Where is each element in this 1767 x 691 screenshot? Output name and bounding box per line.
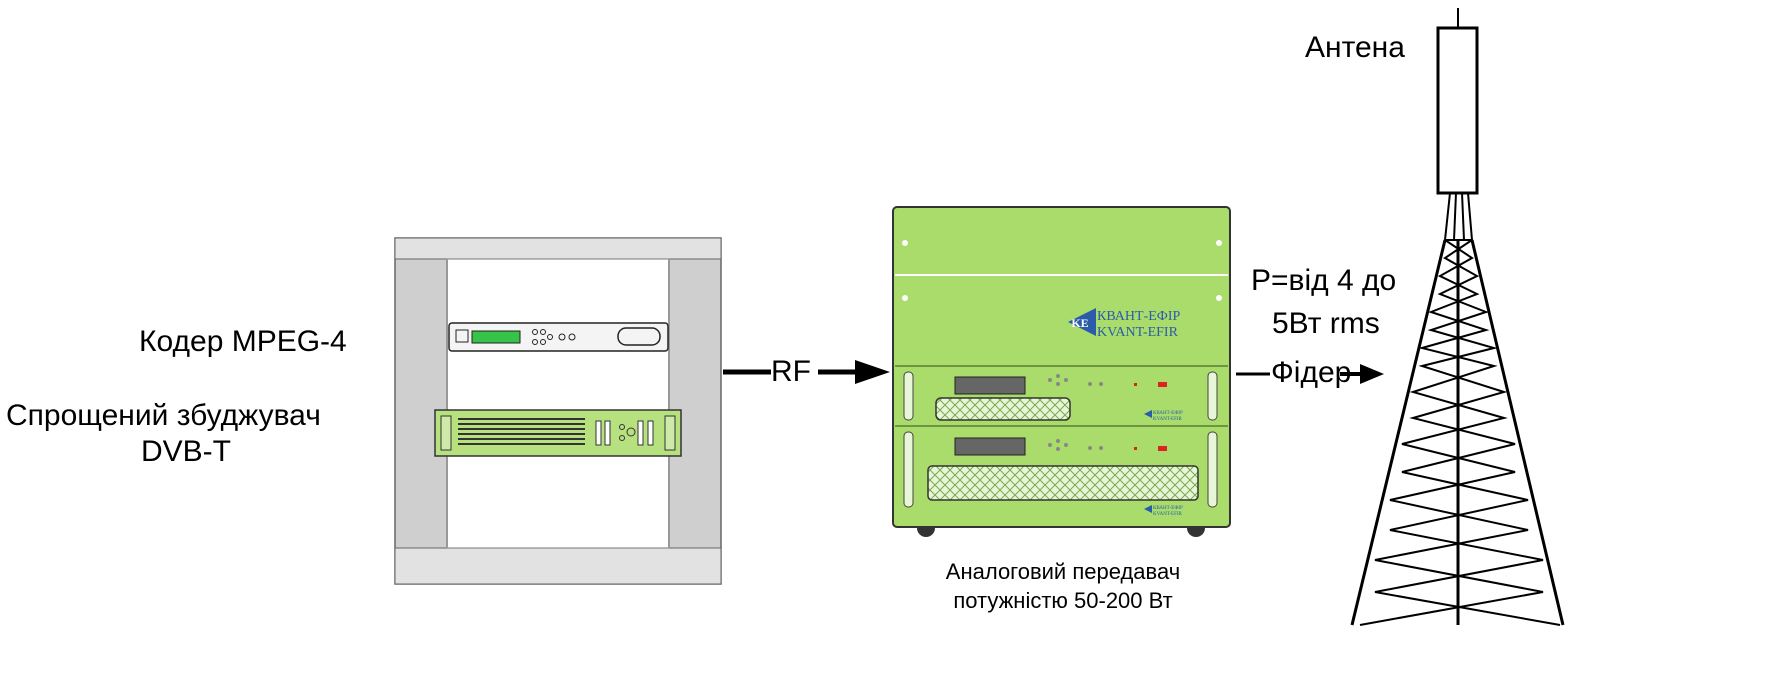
transmitter-label-line2: потужністю 50-200 Вт: [953, 588, 1173, 613]
encoder-display: [471, 330, 521, 344]
rf-connection: [723, 360, 890, 384]
power-label-line2: 5Вт rms: [1272, 307, 1380, 340]
transmitter-label-line1: Аналоговий передавач: [945, 559, 1181, 584]
feeder-connection: [1236, 364, 1384, 384]
antenna-label: Антена: [1305, 31, 1405, 64]
logo-letters: KE: [1071, 316, 1088, 330]
brand-name-cyrillic: КВАНТ-ЕФІР: [1097, 309, 1181, 324]
kvant-efir-logo-icon: [1068, 308, 1152, 513]
analog-transmitter: [892, 206, 1231, 537]
exciter-label-line1: Спрощений збуджувач: [6, 399, 321, 432]
brand-name-latin: KVANT-EFIR: [1097, 325, 1179, 340]
feeder-label: Фідер: [1271, 356, 1352, 389]
encoder-label: Кодер MPEG-4: [139, 325, 347, 358]
module2-brand-cyrillic: КВАНТ-ЕФІР: [1153, 506, 1183, 511]
dvbt-exciter-unit: [434, 409, 682, 457]
mpeg4-encoder-unit: [448, 322, 669, 352]
antenna-tower: [1350, 8, 1565, 626]
exciter-label-line2: DVB-T: [141, 435, 231, 468]
module1-brand-latin: KVANT-EFIR: [1153, 417, 1183, 422]
power-label-line1: P=від 4 до: [1251, 264, 1397, 297]
module2-brand-latin: KVANT-EFIR: [1153, 512, 1183, 517]
module1-brand-cyrillic: КВАНТ-ЕФІР: [1153, 411, 1183, 416]
rf-label: RF: [771, 355, 811, 388]
